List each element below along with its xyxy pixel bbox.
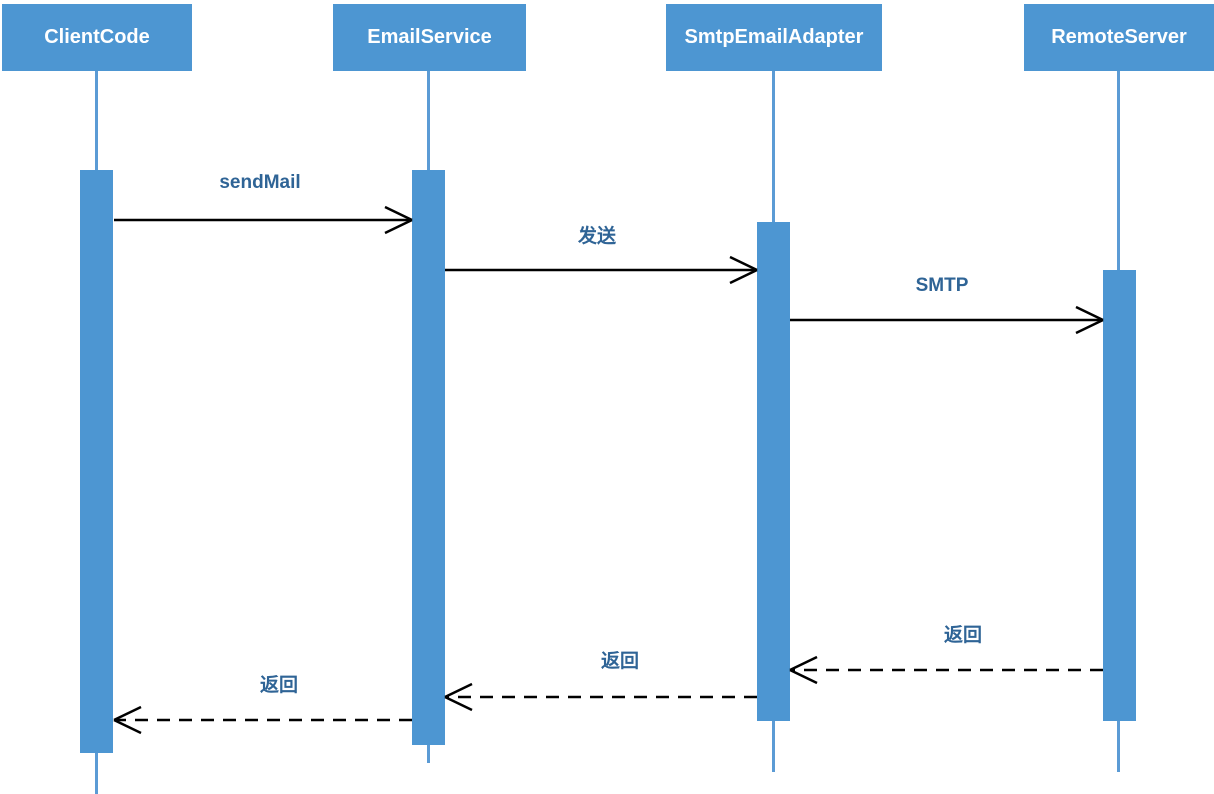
- arrow-sendmail: [114, 205, 413, 235]
- arrow-return-smtp-to-email: [444, 682, 757, 712]
- participant-box-clientcode: ClientCode: [2, 4, 192, 71]
- participant-label-emailservice: EmailService: [367, 26, 492, 48]
- participant-box-emailservice: EmailService: [333, 4, 526, 71]
- activation-bar-clientcode: [80, 170, 113, 753]
- arrow-smtp: [790, 305, 1104, 335]
- activation-bar-smtpemailadapter: [757, 222, 790, 721]
- participant-label-clientcode: ClientCode: [44, 26, 150, 48]
- message-label-return-smtp: 返回: [600, 651, 640, 672]
- message-label-smtp: SMTP: [915, 275, 969, 296]
- activation-bar-emailservice: [412, 170, 445, 745]
- arrow-return-email-to-client: [113, 705, 412, 735]
- message-label-return-remote: 返回: [943, 625, 983, 646]
- message-label-sendmail: sendMail: [219, 172, 301, 193]
- arrow-return-remote-to-smtp: [789, 655, 1103, 685]
- activation-bar-remoteserver: [1103, 270, 1136, 721]
- participant-box-smtpemailadapter: SmtpEmailAdapter: [666, 4, 882, 71]
- participant-label-smtpemailadapter: SmtpEmailAdapter: [684, 26, 864, 48]
- message-label-fasong: 发送: [577, 226, 617, 247]
- arrow-fasong: [445, 255, 758, 285]
- participant-label-remoteserver: RemoteServer: [1051, 26, 1187, 48]
- participant-box-remoteserver: RemoteServer: [1024, 4, 1214, 71]
- message-label-return-email: 返回: [259, 675, 299, 696]
